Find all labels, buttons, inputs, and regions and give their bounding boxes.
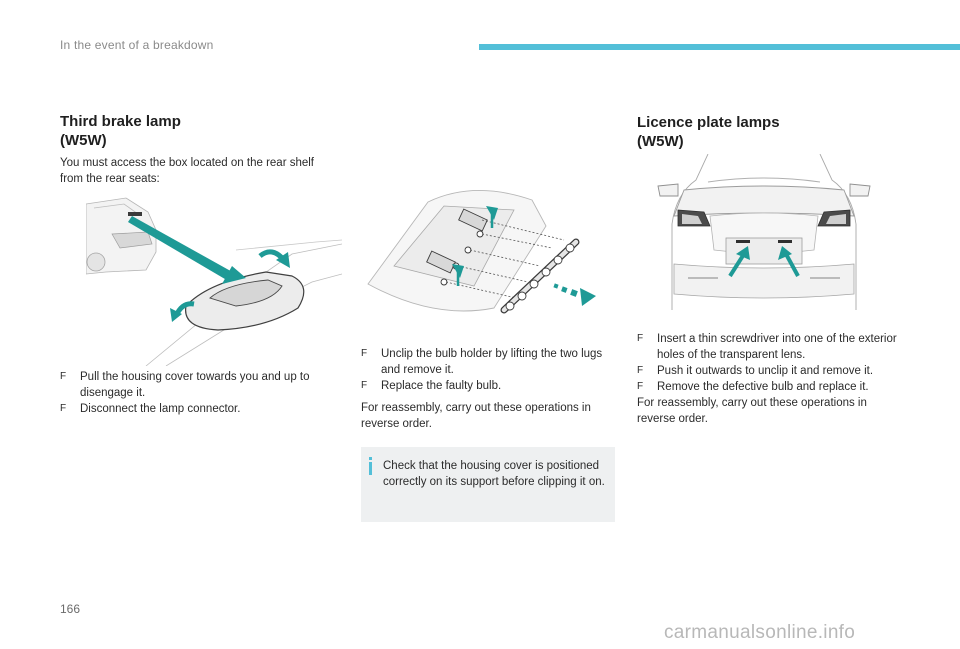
bullet-marker: F	[361, 348, 368, 359]
third-brake-lamp-title: Third brake lamp (W5W)	[60, 112, 181, 150]
step-text: Pull the housing cover towards you and u…	[80, 371, 310, 399]
title-bulb-type: (W5W)	[637, 133, 684, 150]
bulb-holder-steps: F Unclip the bulb holder by lifting the t…	[361, 346, 617, 394]
step-text: Remove the defective bulb and replace it…	[657, 381, 869, 393]
bullet-marker: F	[60, 371, 67, 382]
step-text: Replace the faulty bulb.	[381, 380, 502, 392]
step-text: Insert a thin screwdriver into one of th…	[657, 333, 897, 361]
third-brake-lamp-steps: F Pull the housing cover towards you and …	[60, 369, 340, 417]
list-item: F Remove the defective bulb and replace i…	[637, 379, 899, 395]
third-brake-lamp-intro: You must access the box located on the r…	[60, 157, 315, 185]
reassembly-note: For reassembly, carry out these operatio…	[361, 402, 591, 430]
tip-box: Check that the housing cover is position…	[361, 447, 615, 522]
licence-plate-steps: F Insert a thin screwdriver into one of t…	[637, 331, 899, 395]
bullet-marker: F	[361, 380, 368, 391]
list-item: F Push it outwards to unclip it and remov…	[637, 363, 899, 379]
bullet-marker: F	[60, 403, 67, 414]
tip-text: Check that the housing cover is position…	[383, 460, 605, 488]
car-rear-illustration	[657, 154, 871, 310]
bullet-marker: F	[637, 333, 644, 344]
watermark: carmanualsonline.info	[664, 622, 856, 643]
header-accent-bar	[479, 44, 960, 50]
list-item: F Replace the faulty bulb.	[361, 378, 617, 394]
list-item: F Disconnect the lamp connector.	[60, 401, 340, 417]
rear-shelf-housing-illustration	[86, 197, 342, 366]
page-number: 166	[60, 602, 81, 616]
step-text: Disconnect the lamp connector.	[80, 403, 241, 415]
bulb-holder-illustration	[367, 190, 596, 314]
bullet-marker: F	[637, 365, 644, 376]
title-line: Third brake lamp	[60, 113, 181, 130]
list-item: F Insert a thin screwdriver into one of t…	[637, 331, 899, 363]
list-item: F Pull the housing cover towards you and …	[60, 369, 340, 401]
step-text: Unclip the bulb holder by lifting the tw…	[381, 348, 603, 376]
licence-plate-lamps-title: Licence plate lamps (W5W)	[637, 113, 780, 151]
title-line: Licence plate lamps	[637, 114, 780, 131]
section-header: In the event of a breakdown	[60, 38, 214, 52]
step-text: Push it outwards to unclip it and remove…	[657, 365, 874, 377]
list-item: F Unclip the bulb holder by lifting the t…	[361, 346, 617, 378]
bullet-marker: F	[637, 381, 644, 392]
reassembly-note: For reassembly, carry out these operatio…	[637, 397, 867, 425]
title-bulb-type: (W5W)	[60, 132, 107, 149]
info-icon	[369, 457, 372, 475]
